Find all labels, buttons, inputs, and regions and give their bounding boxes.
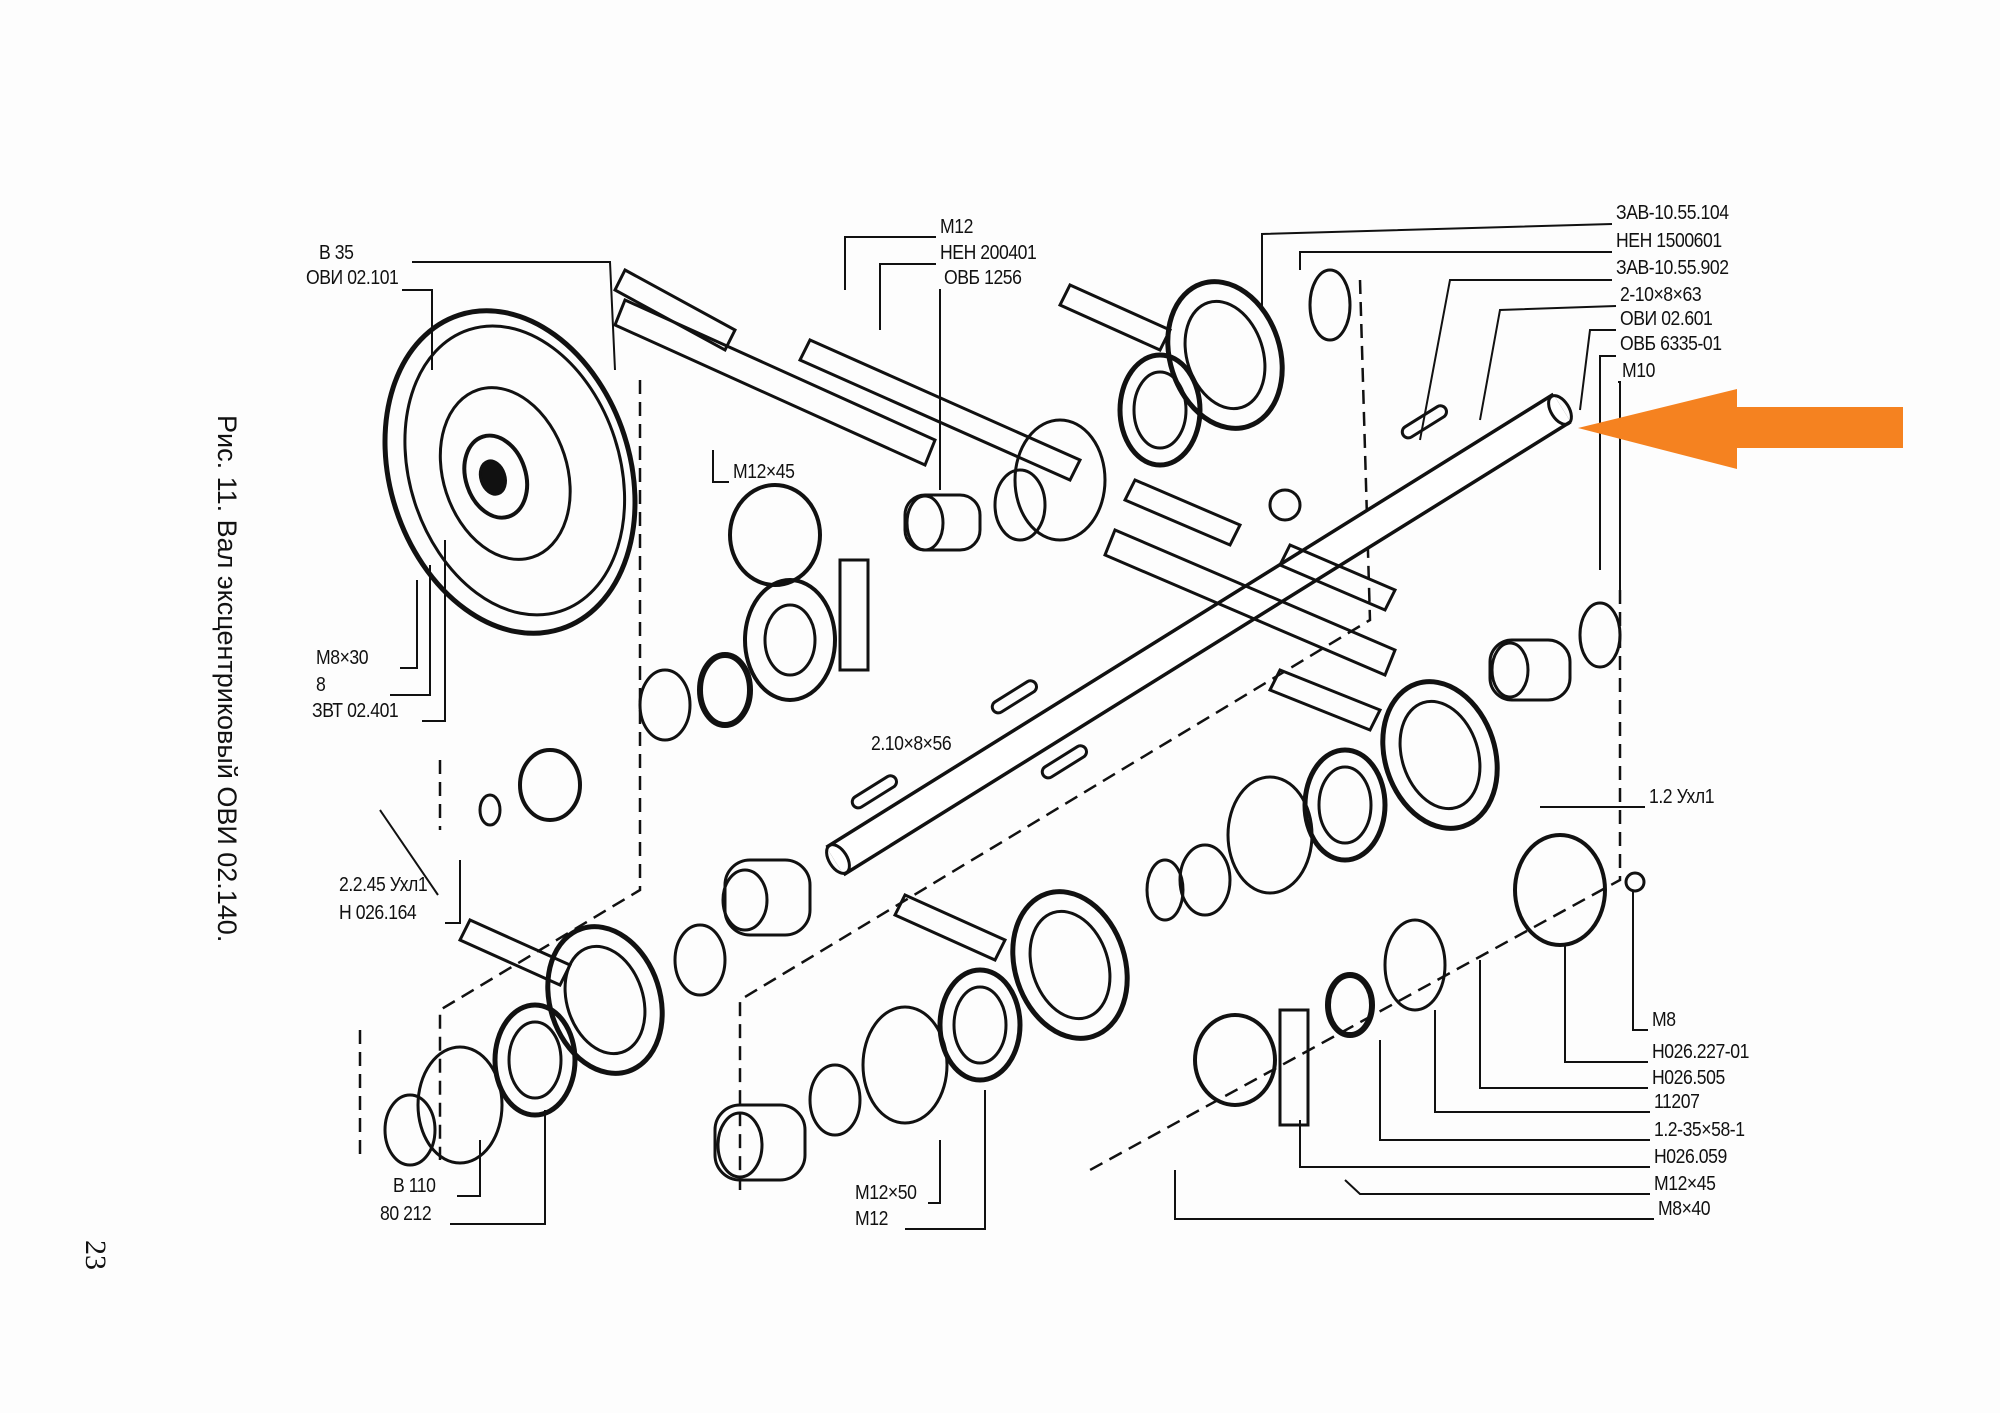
part-label: 80 212 <box>380 1203 432 1225</box>
part-label: 8 <box>316 674 326 696</box>
part-label: 2-10×8×63 <box>1620 284 1702 306</box>
part-label: ОВИ 02.601 <box>1620 308 1713 330</box>
assembly-guide-lines <box>358 279 1622 1190</box>
part-label: М12×50 <box>855 1182 917 1204</box>
part-label: Н026.227-01 <box>1652 1041 1749 1063</box>
page-number: 23 <box>79 1240 112 1270</box>
part-label: 1.2 Ухл1 <box>1649 786 1715 808</box>
part-label: НЕН 1500601 <box>1616 230 1722 252</box>
part-label: В 110 <box>393 1175 436 1197</box>
part-label: М12 <box>940 216 973 238</box>
bearings-and-rings <box>383 268 1646 1182</box>
part-label: Н 026.164 <box>339 902 417 924</box>
part-label: ОВБ 1256 <box>944 267 1022 289</box>
part-label: М12×45 <box>1654 1173 1716 1195</box>
part-label: Н026.059 <box>1654 1146 1727 1168</box>
part-label: М12×45 <box>733 461 795 483</box>
part-label: 1.2-35×58-1 <box>1654 1119 1745 1141</box>
part-label: 11207 <box>1654 1091 1700 1113</box>
part-label: НЕН 200401 <box>940 242 1037 264</box>
part-label: ЗАВ-10.55.902 <box>1616 257 1729 279</box>
leader-lines <box>379 223 1654 1230</box>
part-label: Н026.505 <box>1652 1067 1725 1089</box>
part-label: М8×40 <box>1658 1198 1711 1220</box>
part-label: ЗВТ 02.401 <box>312 700 399 722</box>
pulley <box>382 308 638 636</box>
eccentric-shaft <box>825 392 1573 877</box>
part-label: ЗАВ-10.55.104 <box>1616 202 1729 224</box>
part-label: ОВИ 02.101 <box>306 267 399 289</box>
figure-caption: Рис. 11. Вал эксцентриковый ОВИ 02.140. <box>212 415 242 943</box>
part-label: М8×30 <box>316 647 369 669</box>
part-label: В 35 <box>319 242 354 264</box>
part-label: ОВБ 6335-01 <box>1620 333 1722 355</box>
part-label: М10 <box>1622 360 1655 382</box>
part-label: 2.2.45 Ухл1 <box>339 874 428 896</box>
part-label: 2.10×8×56 <box>871 733 952 755</box>
part-label: М12 <box>855 1208 888 1230</box>
part-label: М8 <box>1652 1009 1676 1031</box>
clamp-plates <box>457 267 1398 987</box>
pointer-arrow <box>1578 389 1903 469</box>
